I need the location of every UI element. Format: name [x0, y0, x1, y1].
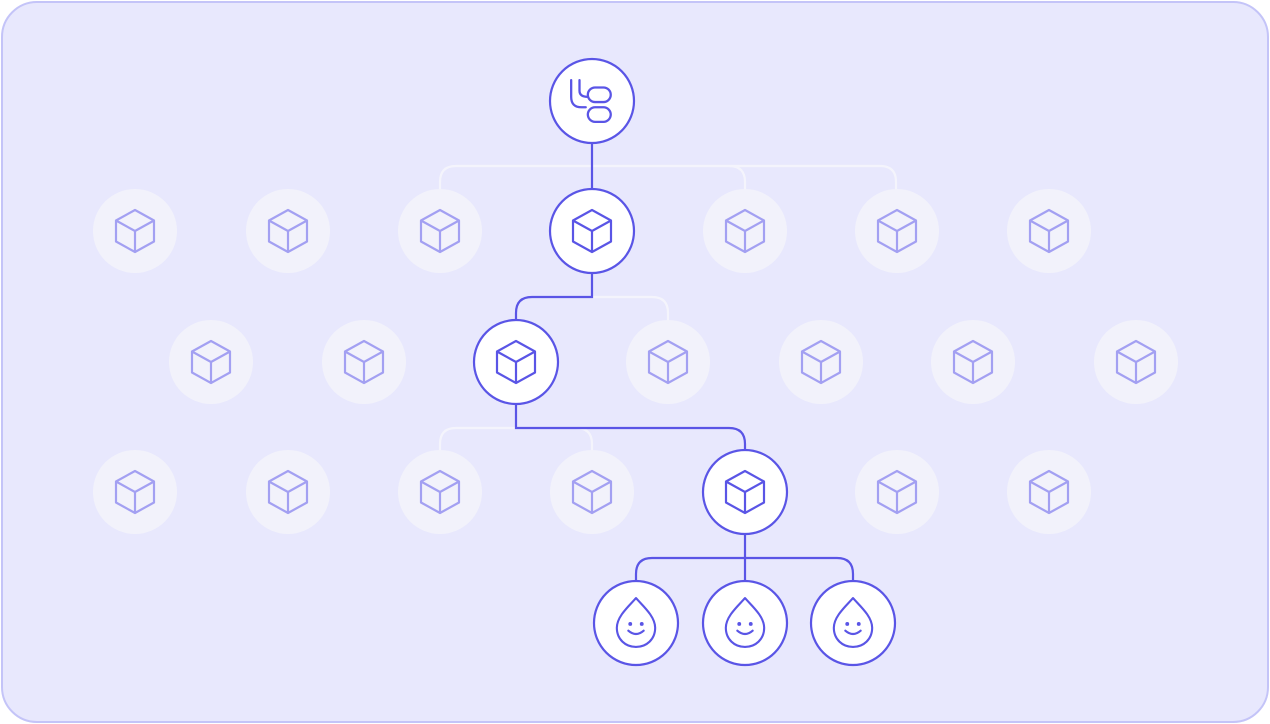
level-2-node — [779, 320, 863, 404]
level-2-node — [931, 320, 1015, 404]
leaf-node — [809, 579, 897, 667]
leaf-node — [592, 579, 680, 667]
connector-level-1-level-2 — [514, 273, 594, 320]
level-1-node — [855, 189, 939, 273]
faint-connector — [438, 426, 594, 451]
active-connectors — [514, 143, 855, 581]
active-level-3-node — [701, 448, 789, 536]
active-level-2-node — [472, 318, 560, 406]
leaf-node — [701, 579, 789, 667]
level-1-node — [246, 189, 330, 273]
level-3-node — [398, 450, 482, 534]
inactive-connectors — [438, 164, 898, 451]
faint-connector — [728, 164, 747, 190]
level-1-node — [398, 189, 482, 273]
level-3-node — [246, 450, 330, 534]
level-3-node — [855, 450, 939, 534]
root-node — [548, 57, 636, 145]
level-1-node — [93, 189, 177, 273]
level-2-node — [1094, 320, 1178, 404]
level-2-node — [626, 320, 710, 404]
connector-level-2-level-3 — [514, 404, 747, 450]
level-1-node — [1007, 189, 1091, 273]
faint-connector — [438, 164, 898, 190]
level-3-node — [1007, 450, 1091, 534]
active-level-1-node — [548, 187, 636, 275]
nodes — [93, 57, 1178, 667]
level-2-node — [322, 320, 406, 404]
level-2-node — [169, 320, 253, 404]
level-3-node — [93, 450, 177, 534]
level-1-node — [703, 189, 787, 273]
connector-leaves — [634, 556, 855, 581]
faint-connector — [592, 295, 670, 320]
level-3-node — [550, 450, 634, 534]
